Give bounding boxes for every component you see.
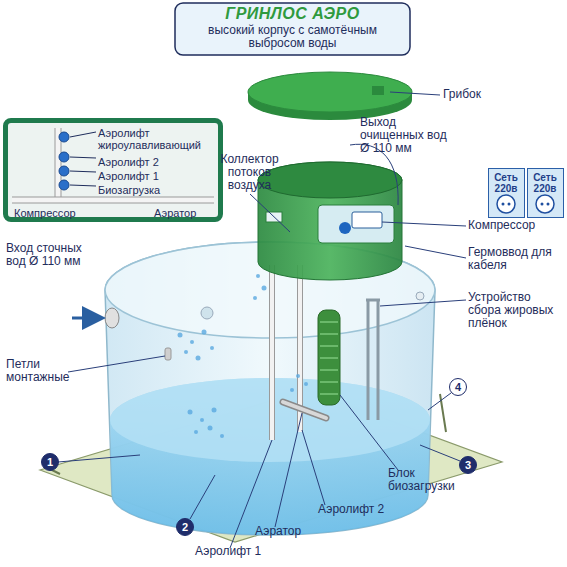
title-frame [175, 3, 410, 55]
riser-top [258, 162, 402, 198]
part-label: Аэратор [255, 525, 325, 538]
callout-number-text: 3 [465, 459, 471, 471]
manifold-pipe [12, 198, 214, 203]
tank-body [105, 242, 435, 535]
part-label: Аэролифт 2 [318, 503, 408, 516]
node-text: Аэролифт жироулавливающий [98, 127, 216, 151]
bio-block-texture [320, 322, 338, 394]
callout-number-text: 4 [455, 381, 461, 393]
part-label: Вход сточных вод Ø 110 мм [6, 242, 86, 268]
airlift-pipe [270, 265, 274, 440]
airlift-pipe [269, 265, 275, 440]
part-label: Гермоввод для кабеля [468, 246, 563, 272]
callout-number: 4 [449, 378, 467, 396]
node-text: Аэролифт 2 [98, 156, 216, 168]
node-text: Сеть 220в [528, 172, 562, 194]
subtitle: высокий корпус с самотёчным выбросом вод… [185, 24, 400, 50]
fat-collector [367, 300, 370, 420]
aerator-tube [283, 402, 326, 418]
part-label: Петли монтажные [6, 358, 86, 384]
part-label: Аэролифт 1 [195, 545, 285, 558]
fat-collector [366, 299, 380, 302]
callout-number: 2 [176, 518, 194, 536]
callout-number-text: 1 [47, 456, 53, 468]
callout-number: 3 [459, 456, 477, 474]
part-label: Устройство сбора жировых плёнок [468, 291, 563, 330]
socket-symbol [502, 203, 505, 206]
hatch [201, 307, 213, 319]
aerator-tube [283, 402, 326, 418]
node-text: Аэролифт 1 [98, 170, 216, 182]
cable-entry [416, 292, 424, 300]
part-label: Блок биозагрузки [388, 467, 468, 493]
inset-panel: Аэролифт жироулавливающийАэролифт 2 Аэрол… [3, 118, 223, 222]
valves [59, 132, 69, 190]
bubbles [178, 274, 309, 438]
compressor-symbol [352, 212, 382, 228]
socket-symbol [497, 195, 515, 213]
fat-collector [377, 300, 380, 420]
title-text: ГРИНЛОС АЭРО [180, 5, 405, 23]
anchor-post [440, 394, 446, 432]
compressor-symbol [339, 222, 351, 234]
part-label: Грибок [443, 88, 503, 101]
socket-symbol [536, 195, 554, 213]
node-text: Биозагрузка [98, 184, 216, 196]
node-text: Аэратор [154, 207, 224, 219]
node-text: Сеть 220в [489, 172, 523, 194]
riser-window [318, 205, 394, 243]
callout-number: 1 [41, 453, 59, 471]
node-text: Компрессор [14, 207, 104, 219]
callout-number-text: 2 [182, 521, 188, 533]
socket-symbol [541, 203, 544, 206]
part-label: Коллектор потоков воздуха [212, 153, 287, 192]
socket-symbol [547, 203, 550, 206]
bio-block [318, 310, 340, 405]
inflow-arrow [72, 317, 100, 320]
manifold-pipe [12, 197, 214, 204]
lid [248, 72, 412, 112]
lid-handle [372, 86, 384, 95]
mounting-loop [165, 348, 171, 360]
inlet-pipe [105, 308, 119, 328]
riser [258, 162, 402, 280]
part-label: Компрессор [468, 219, 563, 232]
socket-symbol [508, 203, 511, 206]
part-label: Выход очищенных вод Ø 110 мм [360, 116, 450, 155]
